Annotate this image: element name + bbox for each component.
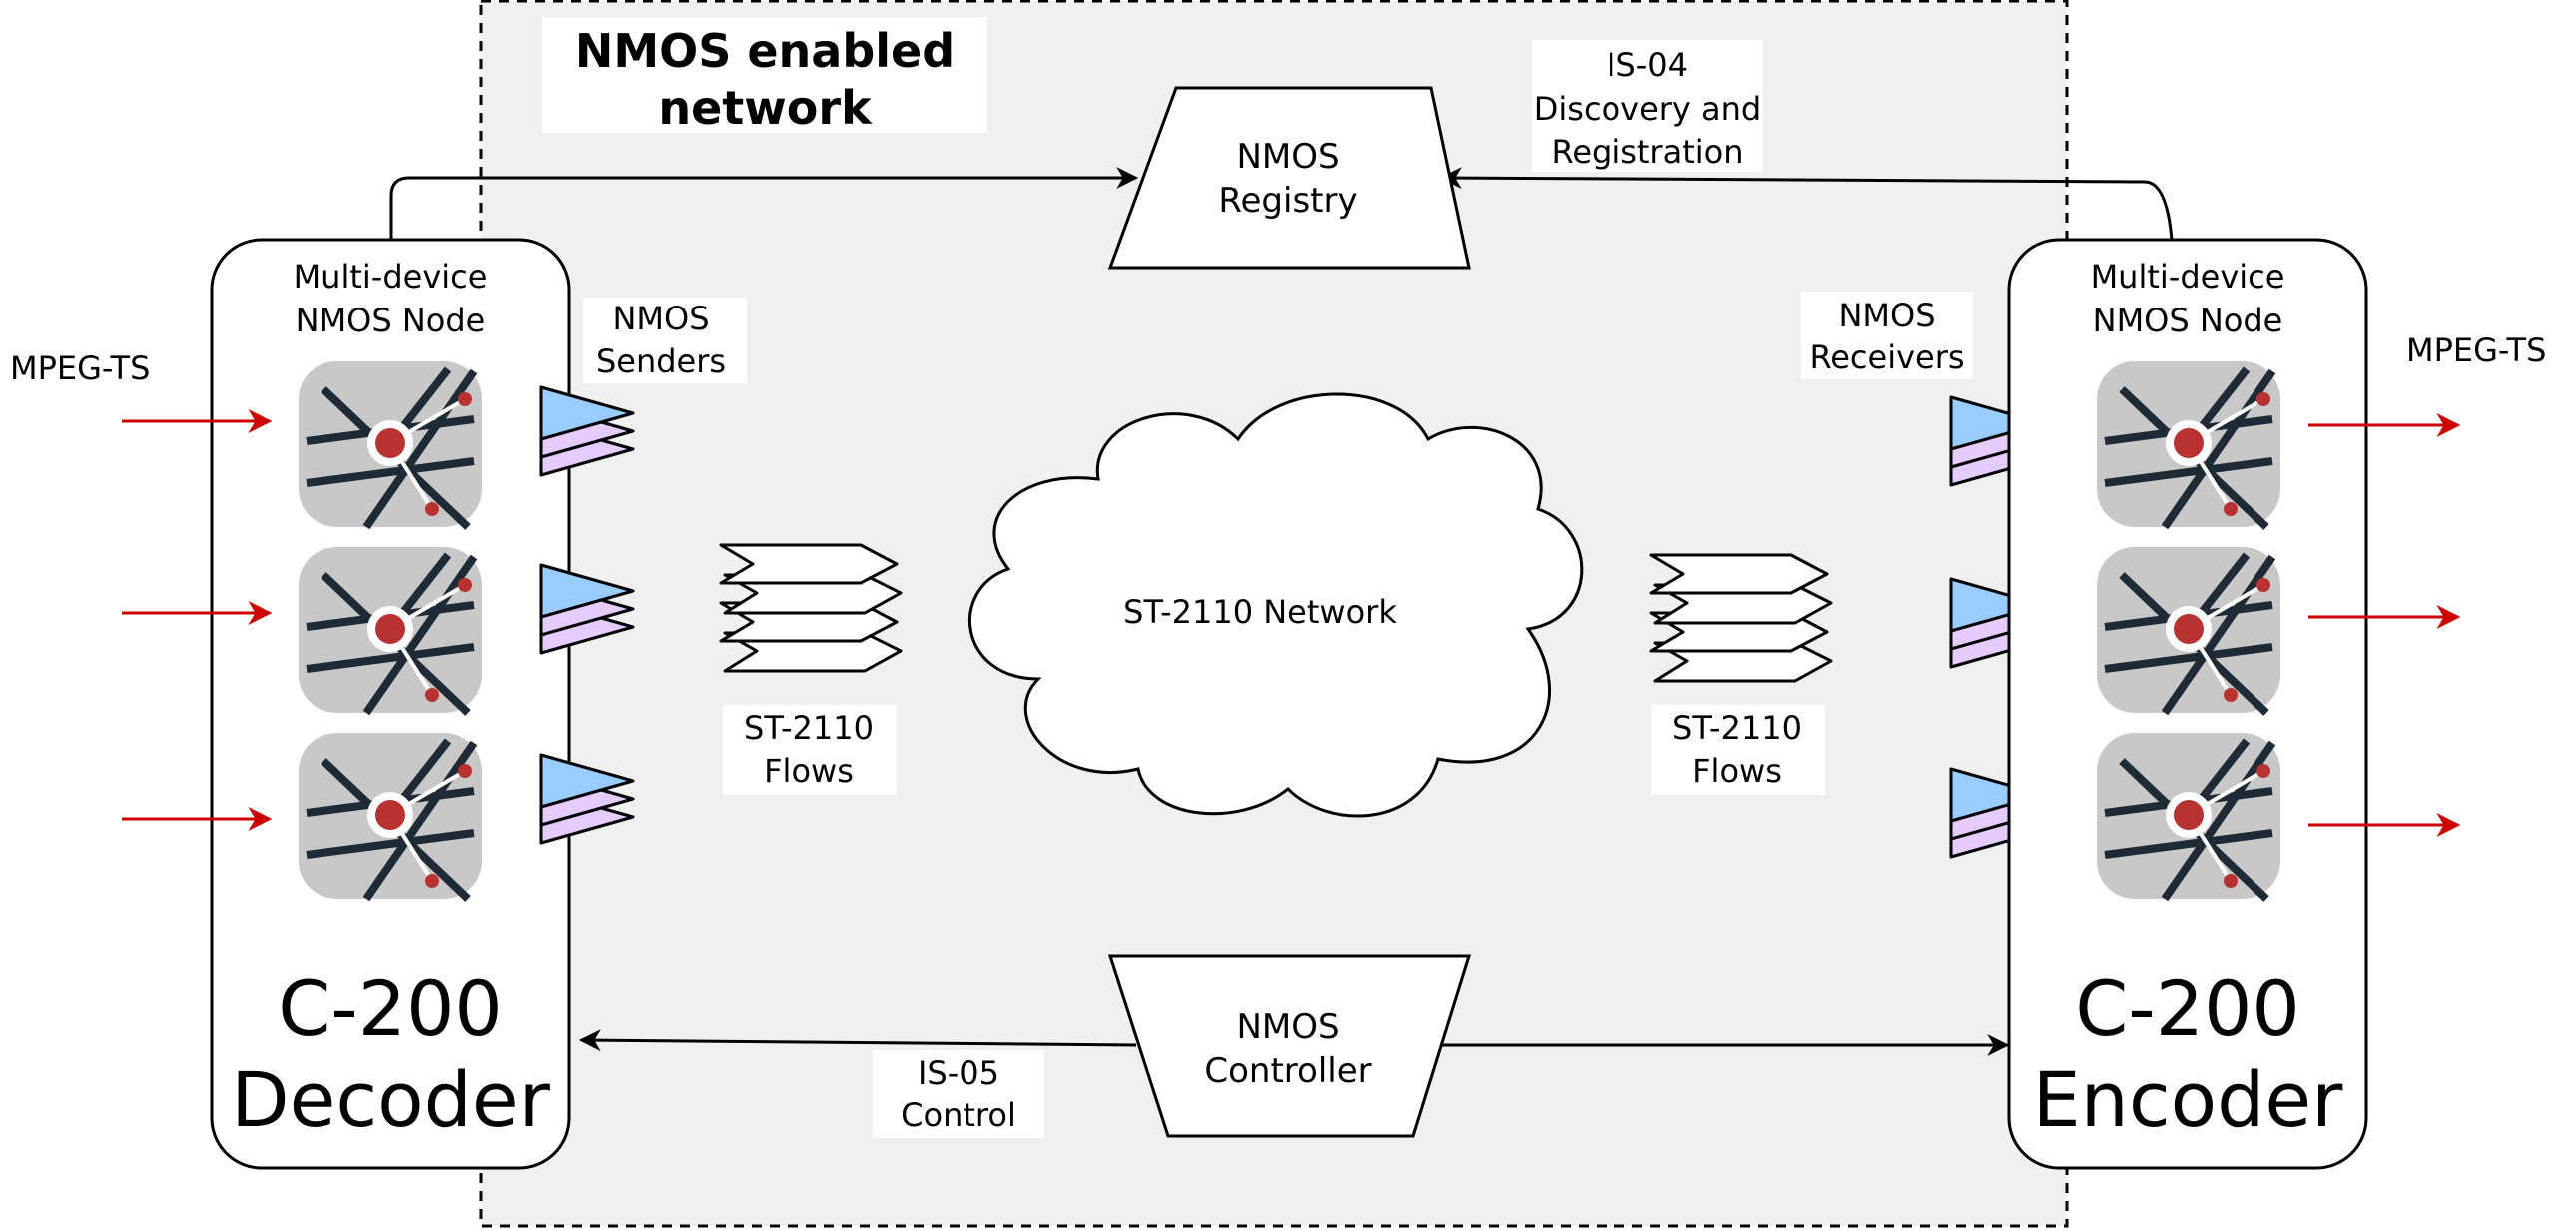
- encoder-type: Encoder: [2033, 1055, 2343, 1144]
- is04-connector-encoder: [1439, 167, 2174, 241]
- is04-label-line1: IS-04: [1607, 46, 1688, 84]
- is04-connector-decoder: [389, 167, 1139, 240]
- decoder-node-title-line1: Multi-device: [294, 258, 488, 296]
- encoder-node-title-line2: NMOS Node: [2093, 302, 2283, 339]
- is04-label-box: [1532, 40, 1763, 172]
- decoder-node-title-line2: NMOS Node: [296, 302, 486, 339]
- c200-device-icon: [2097, 547, 2280, 713]
- encoder-flows-label-box: [1651, 705, 1825, 795]
- decoder-model: C-200: [278, 964, 503, 1053]
- is05-label-box: [873, 1050, 1044, 1138]
- cloud-label: ST-2110 Network: [1123, 593, 1397, 631]
- c200-device-icon: [299, 733, 482, 899]
- receivers-label-line2: Receivers: [1809, 338, 1964, 376]
- encoder-flows-label-line2: Flows: [1692, 752, 1782, 790]
- network-title-line1: NMOS enabled: [575, 24, 955, 78]
- senders-label-line2: Senders: [596, 342, 726, 380]
- decoder-flows-label-line1: ST-2110: [744, 709, 874, 747]
- encoder-output-label: MPEG-TS: [2406, 331, 2546, 369]
- decoder-flows-label-line2: Flows: [764, 752, 854, 790]
- receivers-label-line1: NMOS: [1838, 297, 1935, 334]
- network-title-line2: network: [658, 81, 873, 135]
- c200-device-icon: [2097, 733, 2280, 899]
- controller-label-line2: Controller: [1204, 1051, 1371, 1091]
- is05-label-line1: IS-05: [918, 1054, 999, 1092]
- registry-label-line1: NMOS: [1236, 137, 1339, 177]
- c200-device-icon: [299, 361, 482, 527]
- encoder-flows-label-line1: ST-2110: [1672, 709, 1802, 747]
- c200-device-icon: [299, 547, 482, 713]
- controller-label-line1: NMOS: [1236, 1007, 1339, 1047]
- senders-label-box: [583, 298, 747, 383]
- senders-label-line1: NMOS: [612, 300, 709, 337]
- registry-label-line2: Registry: [1218, 181, 1357, 221]
- nmos-registry: [1107, 86, 1471, 270]
- decoder-flows-label-box: [723, 705, 897, 795]
- encoder-node-title-line1: Multi-device: [2091, 258, 2285, 296]
- is04-label-line3: Registration: [1552, 133, 1744, 171]
- encoder-model: C-200: [2075, 964, 2300, 1053]
- receivers-label-box: [1801, 292, 1973, 379]
- is05-connector-decoder: [578, 1029, 1137, 1052]
- cloud-icon: [967, 392, 1584, 818]
- is05-label-line2: Control: [901, 1096, 1016, 1134]
- c200-device-icon: [2097, 361, 2280, 527]
- is04-label-line2: Discovery and: [1534, 90, 1761, 128]
- nmos-controller: [1107, 954, 1472, 1138]
- decoder-type: Decoder: [231, 1055, 551, 1144]
- network-title-box: [542, 17, 987, 133]
- decoder-input-label: MPEG-TS: [10, 349, 150, 387]
